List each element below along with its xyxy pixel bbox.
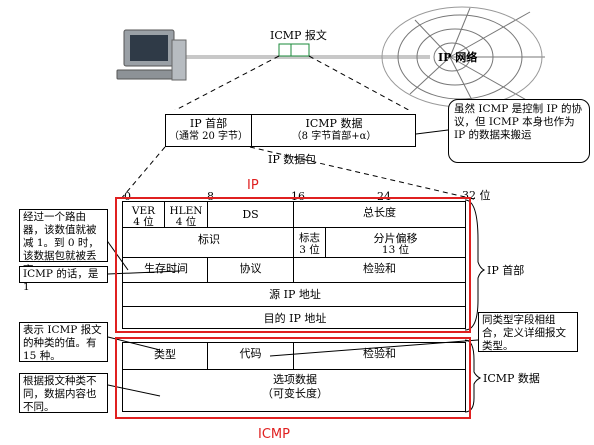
source-ip-label: 源 IP 地址 bbox=[269, 288, 321, 301]
protocol-field: 协议 bbox=[208, 258, 294, 283]
hlen-label: HLEN bbox=[169, 205, 203, 217]
ip-header-title: IP 首部 bbox=[189, 117, 228, 130]
ip-network-label: IP 网络 bbox=[438, 51, 478, 64]
ip-network-web-icon bbox=[381, 6, 545, 108]
fragment-offset-field: 分片偏移 13 位 bbox=[326, 228, 466, 258]
icmp-red-label: ICMP bbox=[258, 427, 290, 442]
hlen-bits: 4 位 bbox=[175, 216, 197, 228]
ver-bits: 4 位 bbox=[133, 216, 154, 228]
icmp-data-sub: （8 字节首部+α） bbox=[291, 131, 377, 142]
callout-ttl: 经过一个路由器，该数值就被减 1。到 0 时，该数据包就被丢弃。 bbox=[19, 209, 108, 276]
icmp-packet-icon bbox=[278, 43, 310, 57]
ip-header-table: VER 4 位 HLEN 4 位 DS 总长度 标识 标志 3 位 分片偏移 1… bbox=[122, 201, 466, 329]
icmp-red-frame bbox=[115, 337, 471, 419]
callout-data: 根据报文种类不同，数据内容也不同。 bbox=[19, 373, 108, 413]
flags-field: 标志 3 位 bbox=[294, 228, 326, 258]
icmp-table: 类型 代码 检验和 选项数据 （可变长度） bbox=[122, 342, 466, 412]
icmp-data-right-label: ICMP 数据 bbox=[483, 372, 540, 385]
hlen-field: HLEN 4 位 bbox=[165, 201, 208, 228]
ruler-8: 8 bbox=[207, 190, 214, 203]
icmp-checksum-label: 检验和 bbox=[363, 347, 396, 360]
callout-icmp-on-ip: 虽然 ICMP 是控制 IP 的协议，但 ICMP 本身也作为 IP 的数据来搬… bbox=[448, 99, 590, 163]
ver-field: VER 4 位 bbox=[122, 201, 165, 228]
callout-protocol: ICMP 的话，是 1 bbox=[19, 266, 108, 293]
protocol-label: 协议 bbox=[239, 262, 262, 275]
icmp-type-label: 类型 bbox=[154, 348, 176, 361]
icmp-message-label: ICMP 报文 bbox=[270, 29, 327, 42]
ttl-label: 生存时间 bbox=[144, 262, 188, 275]
destination-ip-label: 目的 IP 地址 bbox=[263, 312, 327, 325]
ruler-16: 16 bbox=[291, 190, 305, 203]
icmp-code-field: 代码 bbox=[208, 342, 294, 370]
ruler-24: 24 bbox=[377, 190, 391, 203]
ip-red-label: IP bbox=[247, 178, 259, 193]
fragment-offset-label: 分片偏移 bbox=[373, 232, 418, 245]
ip-header-sub: （通常 20 字节） bbox=[168, 131, 249, 142]
ip-checksum-field: 检验和 bbox=[294, 258, 466, 283]
ip-checksum-label: 检验和 bbox=[363, 262, 396, 275]
icmp-type-field: 类型 bbox=[122, 342, 208, 370]
total-length-label: 总长度 bbox=[363, 206, 396, 219]
ttl-field: 生存时间 bbox=[122, 258, 208, 283]
ip-header-cell: IP 首部 （通常 20 字节） bbox=[166, 115, 252, 146]
fragment-offset-bits: 13 位 bbox=[381, 244, 410, 256]
ruler-32: 32 位 bbox=[462, 189, 491, 202]
top-illustration bbox=[116, 6, 545, 110]
destination-ip-field: 目的 IP 地址 bbox=[122, 307, 466, 329]
ds-label: DS bbox=[242, 208, 259, 221]
icmp-data-sub: （可变长度） bbox=[262, 387, 328, 400]
identification-field: 标识 bbox=[122, 228, 294, 258]
icmp-checksum-field: 检验和 bbox=[294, 342, 466, 370]
ip-datagram-caption: IP 数据包 bbox=[268, 153, 317, 166]
ip-red-frame bbox=[115, 197, 471, 333]
identification-label: 标识 bbox=[198, 233, 220, 246]
ver-label: VER bbox=[131, 205, 156, 217]
icmp-data-label: 选项数据 bbox=[273, 373, 317, 386]
ip-datagram-box: IP 首部 （通常 20 字节） ICMP 数据 （8 字节首部+α） bbox=[165, 114, 416, 147]
callout-type: 表示 ICMP 报文的种类的值。有 15 种。 bbox=[19, 322, 108, 362]
icmp-data-field: 选项数据 （可变长度） bbox=[122, 370, 466, 412]
callout-code: 同类型字段相组合，定义详细报文类型。 bbox=[478, 312, 578, 352]
source-ip-field: 源 IP 地址 bbox=[122, 283, 466, 307]
ruler-0: 0 bbox=[124, 190, 131, 203]
ip-header-right-label: IP 首部 bbox=[487, 264, 525, 277]
computer-icon bbox=[116, 29, 187, 81]
flags-label: 标志 bbox=[299, 232, 320, 244]
total-length-field: 总长度 bbox=[294, 201, 466, 228]
ds-field: DS bbox=[208, 201, 294, 228]
icmp-code-label: 代码 bbox=[239, 347, 262, 360]
icmp-data-title: ICMP 数据 bbox=[305, 117, 363, 130]
flags-bits: 3 位 bbox=[299, 244, 320, 256]
